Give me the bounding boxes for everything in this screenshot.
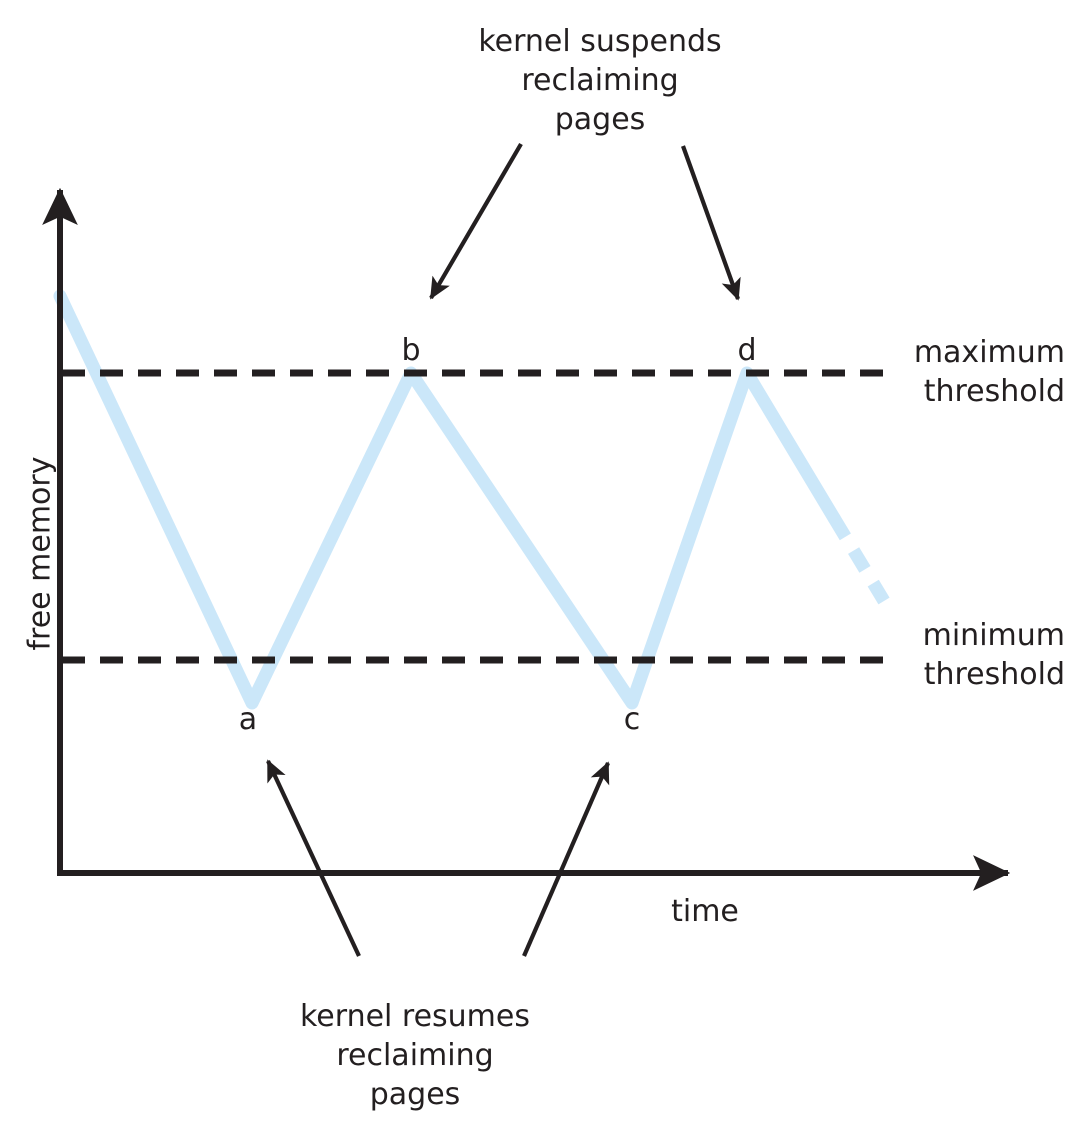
annotation-arrow-to-b	[429, 142, 523, 300]
data-point-label-d: d	[737, 333, 757, 368]
annotation-arrow-to-c	[522, 761, 610, 957]
x-axis-label: time	[671, 894, 739, 929]
annotation-arrow-to-a	[266, 759, 361, 957]
minimum-threshold-label: minimum threshold	[922, 618, 1065, 692]
data-point-label-b: b	[401, 333, 421, 368]
annotation-kernel-suspends: kernel suspends reclaiming pages	[478, 24, 722, 137]
annotation-kernel-resumes: kernel resumes reclaiming pages	[300, 999, 530, 1112]
data-point-label-a: a	[238, 702, 258, 737]
maximum-threshold-label: maximum threshold	[913, 335, 1065, 409]
free-memory-curve-projection	[828, 514, 890, 605]
y-axis-label: free memory	[22, 456, 58, 651]
data-point-label-c: c	[623, 702, 641, 737]
annotation-arrow-to-d	[681, 145, 741, 301]
free-memory-curve	[53, 289, 841, 710]
